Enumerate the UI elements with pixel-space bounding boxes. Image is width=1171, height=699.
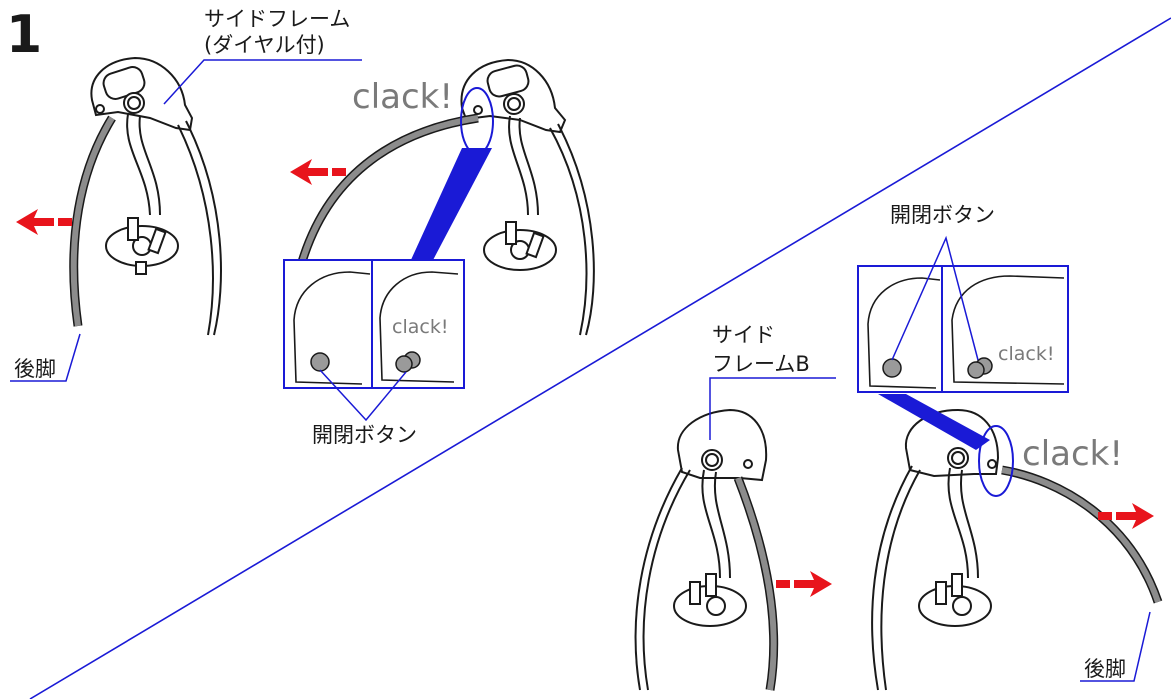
figure-side-frame-dial-open	[69, 56, 222, 336]
pull-arrow-left	[16, 209, 72, 235]
rear-leg-label-right: 後脚	[1084, 657, 1126, 681]
figure-side-frame-dial-locked	[297, 58, 595, 336]
rear-leg-label-left: 後脚	[14, 357, 56, 381]
side-frame-dial-label-line1: サイドフレーム	[204, 7, 350, 31]
clack-small-right: clack!	[998, 343, 1054, 365]
clack-large-left: clack!	[352, 77, 453, 117]
pointer-lines-bottom	[319, 369, 407, 422]
diagonal-divider	[29, 17, 1171, 699]
side-frame-b-label-line2: フレームB	[712, 352, 810, 376]
figure-side-frame-b-open	[634, 408, 779, 691]
rear-leg-pointer-left	[10, 333, 81, 382]
side-frame-dial-pointer	[163, 59, 362, 105]
open-close-button-label-bottom: 開閉ボタン	[312, 423, 417, 447]
open-close-button-label-top: 開閉ボタン	[890, 203, 995, 227]
side-frame-dial-label-line2: (ダイヤル付)	[204, 33, 325, 57]
detail-box-left: clack!	[283, 259, 465, 389]
step-number: 1	[6, 5, 42, 65]
pointer-lines-top	[891, 235, 979, 361]
clack-large-right: clack!	[1022, 434, 1123, 474]
side-frame-b-label-line1: サイド	[712, 323, 775, 347]
pull-arrow-upper-left	[290, 159, 346, 185]
figure-side-frame-b-locked	[871, 408, 1163, 691]
callout-ellipse-right	[978, 425, 1014, 497]
clack-small-left: clack!	[392, 316, 448, 338]
detail-box-right: clack!	[857, 265, 1069, 393]
rear-leg-pointer-right	[1080, 611, 1151, 682]
push-arrow-right-lower	[776, 571, 832, 597]
callout-beam-left	[410, 148, 492, 262]
side-frame-b-pointer	[709, 377, 836, 440]
callout-beam-right	[878, 394, 990, 450]
